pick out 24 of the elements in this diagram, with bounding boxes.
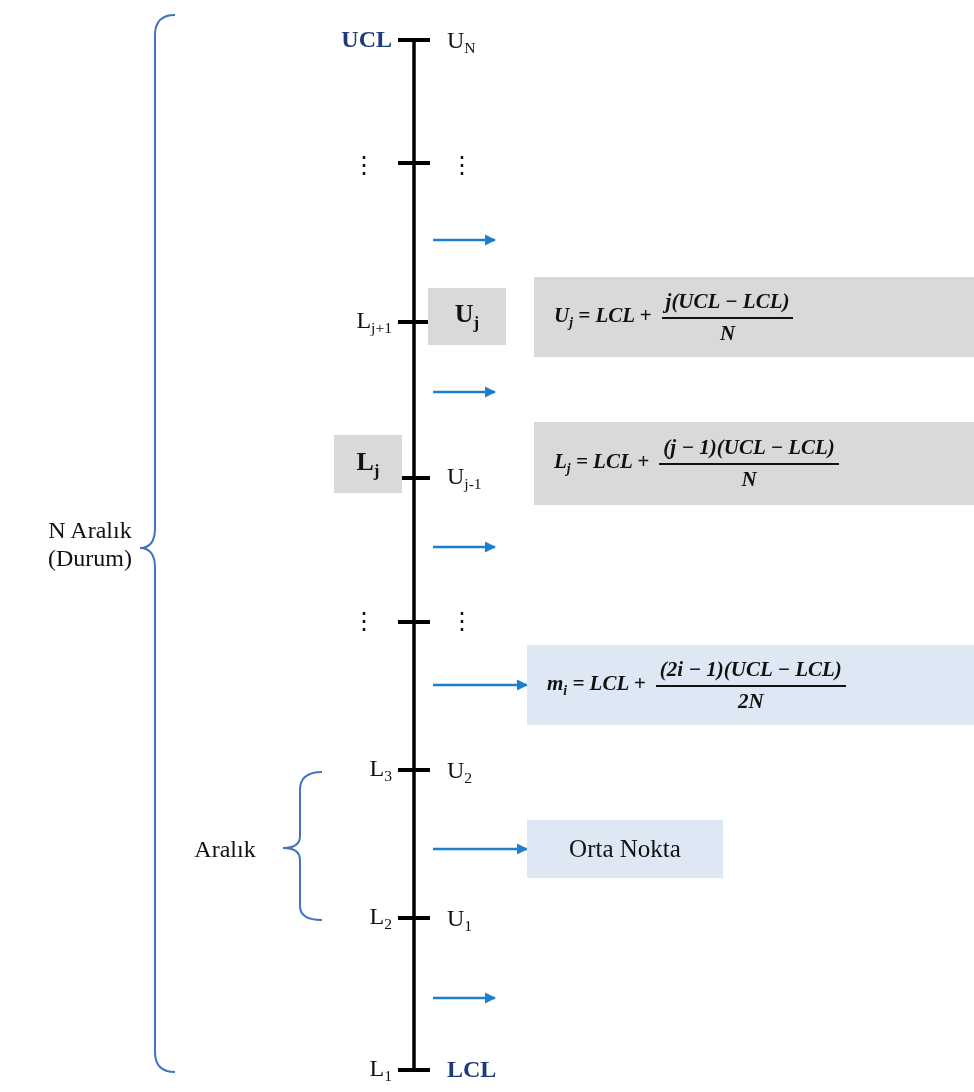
tick-label: ⋮	[352, 152, 376, 180]
fraction: (j − 1)(UCL − LCL) N	[659, 435, 839, 492]
arrow	[433, 843, 529, 855]
fraction: (2i − 1)(UCL − LCL) 2N	[655, 656, 846, 714]
bracket-label: Aralık	[194, 836, 256, 864]
tick-label: L$_{1}$	[369, 1054, 392, 1086]
tick-label: U$_{1}$	[447, 904, 473, 936]
symbol-box: U$_{j}$	[428, 288, 506, 345]
tick-label: L$_{3}$	[369, 754, 392, 786]
tick-label: ⋮	[352, 608, 376, 636]
label-box: Orta Nokta	[527, 820, 723, 878]
tick-label: U$_{2}$	[447, 756, 473, 788]
tick-label: ⋮	[450, 608, 474, 636]
tick-label: U$_{j-1}$	[447, 462, 482, 494]
tick-label: U$_{N}$	[447, 26, 476, 58]
arrow	[433, 679, 529, 691]
bracket-label: N Aralık (Durum)	[47, 517, 133, 573]
tick-label: UCL	[341, 26, 392, 54]
tick-label: L$_{2}$	[369, 902, 392, 934]
symbol-box: L$_{j}$	[334, 435, 402, 493]
tick-label: ⋮	[450, 152, 474, 180]
fraction: j(UCL − LCL) N	[661, 288, 794, 346]
tick-label: LCL	[447, 1056, 497, 1084]
tick-label: L$_{j+1}$	[356, 306, 392, 338]
